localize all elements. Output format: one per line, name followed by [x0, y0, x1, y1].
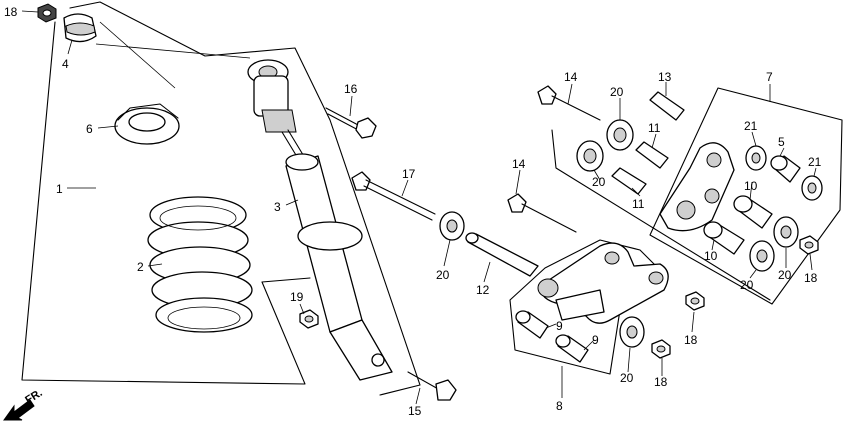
callout-18: 18: [804, 271, 818, 285]
callout-1: 1: [56, 182, 63, 196]
callout-2: 2: [137, 260, 144, 274]
leader-line: [99, 21, 176, 89]
callout-4: 4: [62, 57, 69, 71]
collar-21-a: [745, 145, 767, 171]
nut-19: [299, 309, 319, 329]
callout-9: 9: [592, 333, 599, 347]
nut-18-lower-a: [685, 291, 705, 311]
callout-19: 19: [290, 290, 304, 304]
collar-20-d: [749, 240, 775, 272]
callout-21: 21: [744, 119, 758, 133]
callout-7: 7: [766, 70, 773, 84]
callout-20: 20: [592, 175, 606, 189]
callout-18: 18: [654, 375, 668, 389]
callout-leaders: [21, 10, 817, 405]
collar-20-f: [619, 316, 645, 348]
callout-15: 15: [408, 404, 422, 418]
callout-10: 10: [744, 179, 758, 193]
bush-9-a: [515, 310, 549, 339]
callout-9: 9: [556, 319, 563, 333]
front-arrow-icon: [3, 399, 35, 421]
callout-18: 18: [684, 333, 698, 347]
group-outline-7: [649, 87, 843, 305]
callout-11: 11: [632, 197, 645, 211]
bush-5: [770, 155, 801, 183]
callout-11: 11: [648, 121, 661, 135]
collar-21-b: [801, 175, 823, 201]
callout-5: 5: [778, 135, 785, 149]
bolt-17: [351, 171, 436, 221]
bush-11-a: [635, 141, 669, 169]
callout-16: 16: [344, 82, 358, 96]
bolt-14-upper: [537, 85, 601, 121]
bolt-14-lower: [507, 193, 577, 233]
bush-10-b: [703, 221, 745, 255]
bush-11-b: [611, 167, 647, 195]
collar-20-a: [439, 211, 465, 241]
callout-12: 12: [476, 283, 490, 297]
callout-14: 14: [564, 70, 578, 84]
callout-8: 8: [556, 399, 563, 413]
spring-seat-6: [114, 103, 180, 145]
shock-absorber-3: [247, 59, 393, 381]
bushing-4: [63, 13, 97, 43]
callout-13: 13: [658, 70, 672, 84]
bush-9-b: [555, 334, 589, 363]
cushion-arm-7: [659, 142, 735, 232]
group-outline-1-top: [69, 1, 421, 396]
callout-10: 10: [704, 249, 718, 263]
collar-20-b: [606, 119, 634, 151]
connecting-rod-8: [537, 242, 669, 324]
callout-6: 6: [86, 122, 93, 136]
group-outline-1: [21, 21, 311, 385]
bush-13: [649, 91, 685, 121]
callout-20: 20: [620, 371, 634, 385]
leader-line: [95, 43, 251, 59]
callout-20: 20: [778, 268, 792, 282]
pipe-12: [465, 232, 539, 277]
callout-20: 20: [436, 268, 450, 282]
nut-18-top: [37, 3, 57, 23]
group-outline-inner: [551, 129, 771, 301]
callout-21: 21: [808, 155, 822, 169]
bolt-15: [407, 371, 457, 401]
coil-spring-2: [147, 196, 253, 333]
callout-14: 14: [512, 157, 526, 171]
callout-3: 3: [274, 200, 281, 214]
nut-18-right: [799, 235, 819, 255]
collar-20-e: [773, 216, 799, 248]
bolt-16: [325, 107, 377, 139]
callout-20: 20: [740, 278, 754, 292]
callout-17: 17: [402, 167, 416, 181]
callout-20: 20: [610, 85, 624, 99]
bush-10-a: [733, 195, 773, 229]
nut-18-lower-b: [651, 339, 671, 359]
collar-20-c: [576, 140, 604, 172]
callout-18: 18: [4, 5, 18, 19]
